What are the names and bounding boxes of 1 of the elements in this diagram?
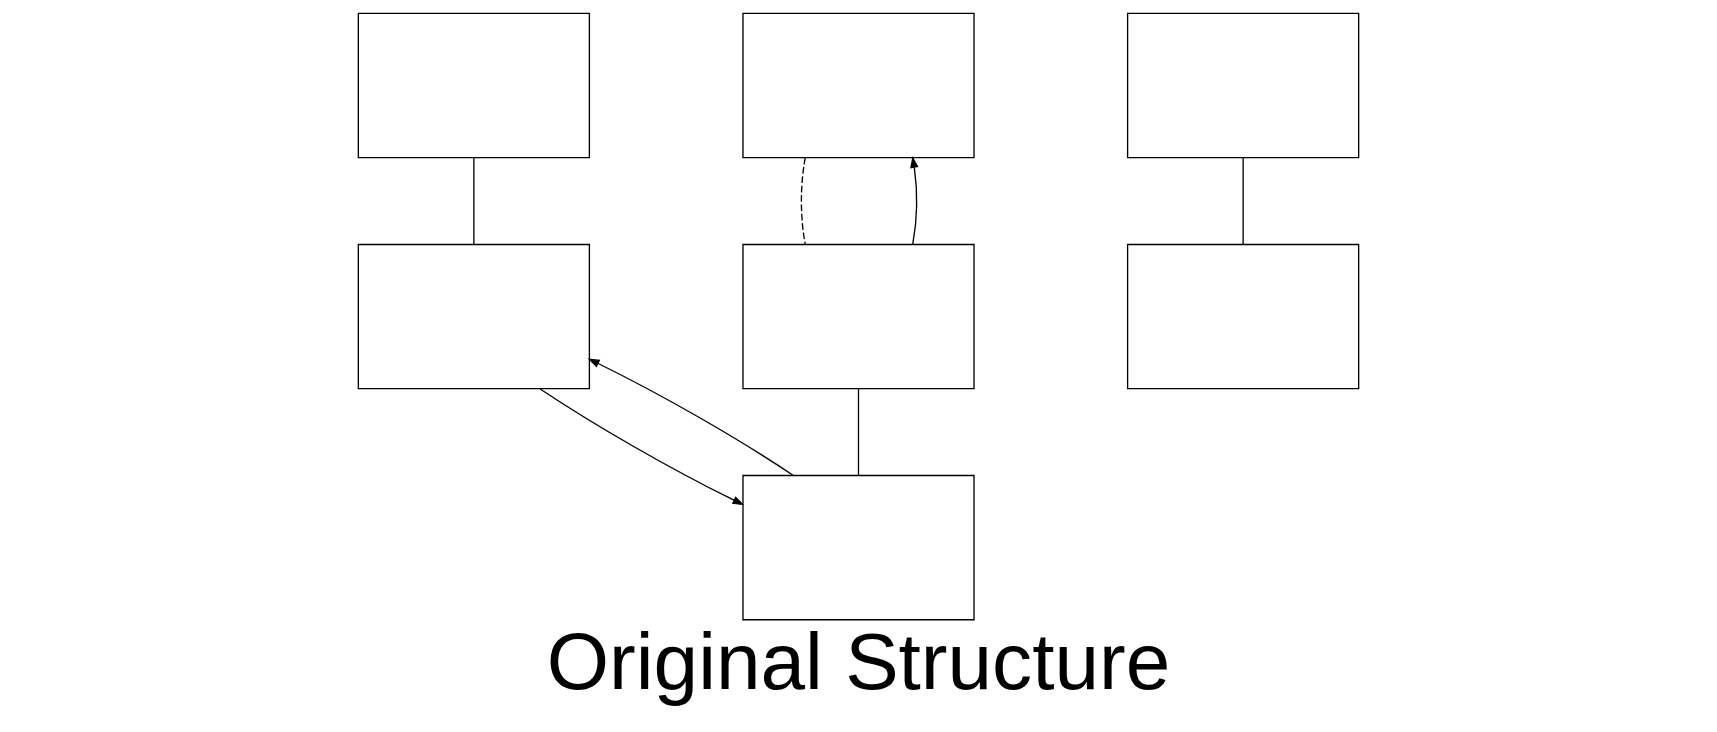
diagram-title: Original Structure xyxy=(546,616,1171,707)
